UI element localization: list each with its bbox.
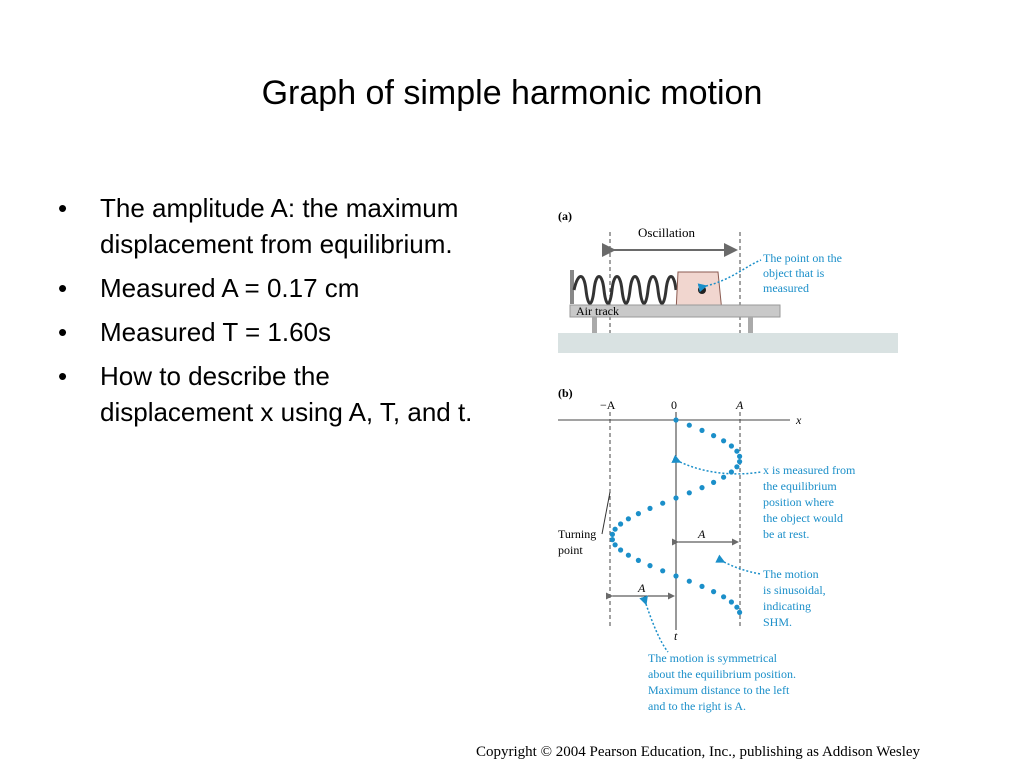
turning-point-pointer (601, 491, 611, 535)
curve-dot (625, 516, 631, 522)
bullet-dot: • (58, 273, 68, 303)
floor (558, 333, 898, 353)
curve-dot (711, 589, 717, 595)
curve-dot (635, 511, 641, 517)
bullet-item: • Measured A = 0.17 cm (58, 270, 478, 306)
curve-dot (721, 594, 727, 600)
curve-dot (686, 578, 692, 584)
curve-dot (699, 583, 705, 589)
curve-dot (673, 495, 679, 501)
oscillation-label: Oscillation (638, 225, 696, 240)
curve-dot (711, 433, 717, 439)
curve-dot (734, 448, 740, 454)
bullet-text: Measured A = 0.17 cm (100, 273, 360, 303)
bullet-item: • How to describe the displacement x usin… (58, 358, 478, 430)
symmetry-callout: The motion is symmetrical about the equi… (648, 651, 799, 713)
x-axis-label: x (795, 413, 802, 427)
curve-dot (728, 599, 734, 605)
curve-dot (673, 573, 679, 579)
measured-point-icon (698, 286, 706, 294)
tick-zero: 0 (671, 398, 677, 412)
curve-dot (647, 505, 653, 511)
curve-dot (699, 427, 705, 433)
air-track (569, 304, 781, 318)
turning-point-label: Turning point (558, 527, 599, 557)
curve-dot (728, 443, 734, 449)
curve-dot (647, 563, 653, 569)
curve-dot (686, 422, 692, 428)
callout-pointer (671, 454, 762, 475)
curve-dot (618, 547, 624, 553)
bullet-dot: • (58, 361, 68, 391)
panel-b-label: (b) (558, 386, 573, 400)
bullet-text: The amplitude A: the maximum displacemen… (100, 193, 459, 259)
curve-dot (721, 438, 727, 444)
panel-a-label: (a) (558, 209, 572, 223)
copyright-notice: Copyright © 2004 Pearson Education, Inc.… (476, 744, 921, 760)
measured-callout: x is measured from the equilibrium posit… (763, 463, 858, 541)
curve-dot (734, 604, 740, 610)
shm-diagram: (a) Oscillation Air track The point on t… (558, 209, 898, 713)
curve-dot (737, 609, 743, 615)
spring-icon (572, 275, 678, 305)
curve-dot (737, 453, 743, 459)
amplitude-label-left: A (637, 581, 646, 595)
bullet-item: • Measured T = 1.60s (58, 314, 478, 350)
bullet-item: • The amplitude A: the maximum displaceme… (58, 190, 478, 262)
curve-dot (673, 417, 679, 423)
air-track-label: Air track (576, 304, 619, 318)
callout-pointer (697, 259, 762, 293)
track-leg (748, 317, 753, 333)
bullet-text: How to describe the displacement x using… (100, 361, 473, 427)
sine-curve (609, 417, 743, 615)
bullet-dot: • (58, 317, 68, 347)
bullet-text: Measured T = 1.60s (100, 317, 332, 347)
curve-dot (728, 469, 734, 475)
curve-dot (612, 542, 618, 548)
slide-title: Graph of simple harmonic motion (261, 74, 763, 112)
curve-dot (699, 485, 705, 491)
spring-wall (570, 270, 574, 304)
amplitude-label-right: A (697, 527, 706, 541)
curve-dot (737, 459, 743, 465)
curve-dot (711, 479, 717, 485)
curve-dot (609, 531, 615, 537)
t-axis-label: t (674, 629, 678, 643)
callout-pointer (715, 554, 762, 575)
point-callout: The point on the object that is measured (763, 251, 845, 295)
curve-dot (609, 537, 615, 543)
sinusoidal-callout: The motion is sinusoidal, indicating SHM… (763, 567, 829, 629)
curve-dot (625, 552, 631, 558)
curve-dot (660, 500, 666, 506)
callout-pointer (639, 595, 669, 653)
shm-figure: (a) Oscillation Air track The point on t… (556, 202, 902, 722)
curve-dot (635, 557, 641, 563)
tick-pos-a: A (735, 398, 744, 412)
curve-dot (612, 526, 618, 532)
curve-dot (618, 521, 624, 527)
curve-dot (660, 568, 666, 574)
curve-dot (734, 464, 740, 470)
bullet-list: • The amplitude A: the maximum displaceme… (58, 190, 478, 438)
curve-dot (686, 490, 692, 496)
track-leg (592, 317, 597, 333)
bullet-dot: • (58, 193, 68, 223)
tick-neg-a: −A (600, 398, 616, 412)
curve-dot (721, 474, 727, 480)
